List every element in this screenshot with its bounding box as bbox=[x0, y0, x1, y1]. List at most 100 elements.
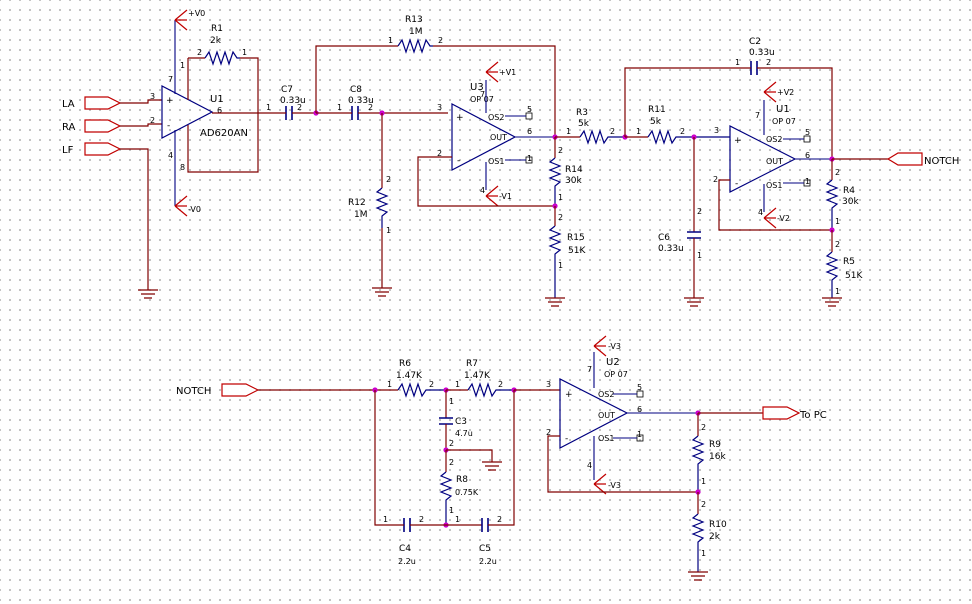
component-value: 0.33u bbox=[658, 244, 684, 254]
pin-number: 2 bbox=[701, 423, 706, 432]
pin-number: 1 bbox=[455, 380, 460, 389]
u2-out-label: OUT bbox=[598, 411, 615, 420]
pin-number: 1 bbox=[637, 430, 642, 439]
rail-v1-neg: -V1 bbox=[485, 185, 512, 207]
port-lf: LF bbox=[62, 142, 122, 156]
pin-number: 1 bbox=[388, 36, 393, 45]
u2-op-amp: + - OUT OS2 OS1 U2 OP 07 3 2 6 5 1 7 4 bbox=[546, 357, 644, 470]
u1-minus-pin: - bbox=[167, 121, 170, 131]
pin-number: 2 bbox=[558, 213, 563, 222]
rail-label: -V3 bbox=[608, 342, 621, 351]
pin-number: 2 bbox=[697, 207, 702, 216]
component-ref: R14 bbox=[565, 165, 583, 175]
u2-os1-label: OS1 bbox=[598, 434, 614, 443]
port-ra-label: RA bbox=[62, 122, 76, 133]
pin-number: 5 bbox=[805, 128, 810, 137]
component-value: 0.33u bbox=[280, 96, 306, 106]
resistor-r9: R9 16k 2 1 bbox=[691, 423, 726, 492]
component-ref: R10 bbox=[709, 520, 727, 530]
u1-op-part: OP 07 bbox=[772, 117, 796, 126]
component-value: 30k bbox=[565, 176, 582, 186]
component-value: 0.75K bbox=[455, 488, 479, 497]
component-ref: R6 bbox=[399, 359, 411, 369]
component-ref: R11 bbox=[648, 105, 666, 115]
component-value: 5k bbox=[578, 119, 590, 129]
pin-number: 4 bbox=[480, 186, 485, 195]
u1-op-minus-pin: - bbox=[735, 179, 738, 189]
ground-symbol bbox=[138, 289, 158, 299]
pin-number: 3 bbox=[546, 380, 551, 389]
resistor-r6: R6 1.47K 1 2 bbox=[387, 359, 446, 398]
pin-number: 7 bbox=[480, 90, 485, 99]
u1-op-plus-pin: + bbox=[734, 136, 742, 146]
pin-number: 2 bbox=[835, 168, 840, 177]
rail-v3-top: -V3 bbox=[593, 335, 621, 357]
pin-number: 5 bbox=[527, 105, 532, 114]
ground-symbol bbox=[545, 297, 565, 307]
port-notch-out: NOTCH bbox=[886, 152, 959, 167]
resistor-r3: R3 5k 1 2 bbox=[566, 108, 625, 145]
component-ref: C7 bbox=[281, 85, 293, 95]
component-value: 1M bbox=[409, 27, 423, 37]
pin-number: 2 bbox=[680, 127, 685, 136]
pin-number: 2 bbox=[610, 127, 615, 136]
u3-ref: U3 bbox=[470, 82, 484, 93]
pin-number: 1 bbox=[180, 61, 185, 70]
u3-out-label: OUT bbox=[490, 133, 507, 142]
pin-number: 2 bbox=[701, 500, 706, 509]
rail-v0-pos: +V0 bbox=[174, 9, 205, 31]
pin-number: 2 bbox=[766, 58, 771, 67]
u1-op-os1-label: OS1 bbox=[766, 181, 782, 190]
pin-number: 6 bbox=[527, 127, 532, 136]
u3-minus-pin: - bbox=[457, 156, 460, 166]
pin-number: 1 bbox=[386, 226, 391, 235]
component-value: 5k bbox=[650, 117, 662, 127]
capacitor-c2: C2 0.33u 1 2 bbox=[735, 37, 833, 158]
port-to-pc-label: To PC bbox=[799, 410, 827, 421]
component-value: 2k bbox=[709, 532, 721, 542]
rail-label: +V2 bbox=[777, 88, 794, 97]
resistor-r13: R13 1M 1 2 bbox=[388, 15, 443, 54]
u2-part: OP 07 bbox=[604, 370, 628, 379]
pin-number: 4 bbox=[587, 461, 592, 470]
u1-plus-pin: + bbox=[166, 96, 174, 106]
port-notch-out-label: NOTCH bbox=[924, 156, 959, 167]
pin-number: 7 bbox=[168, 75, 173, 84]
rail-label: -V2 bbox=[777, 214, 790, 223]
pin-number: 1 bbox=[558, 193, 563, 202]
ground-symbol bbox=[482, 461, 502, 471]
ground-symbol bbox=[372, 287, 392, 297]
pin-number: 4 bbox=[758, 208, 763, 217]
pin-number: 2 bbox=[449, 439, 454, 448]
rail-label: -V0 bbox=[188, 205, 201, 214]
pin-number: 1 bbox=[558, 261, 563, 270]
ground-symbol bbox=[688, 571, 708, 581]
resistor-r15: R15 51K 2 1 bbox=[548, 213, 586, 298]
u2-minus-pin: - bbox=[565, 434, 568, 444]
u1-op-out-label: OUT bbox=[766, 157, 783, 166]
component-ref: C2 bbox=[749, 37, 761, 47]
pin-number: 1 bbox=[835, 287, 840, 296]
component-value: 0.33u bbox=[348, 96, 374, 106]
pin-number: 1 bbox=[735, 58, 740, 67]
component-ref: R3 bbox=[576, 108, 588, 118]
component-value: 1.47K bbox=[396, 371, 423, 381]
u2-ref: U2 bbox=[606, 357, 620, 368]
rail-v3-bottom: -V3 bbox=[593, 473, 621, 495]
component-value: 30k bbox=[842, 197, 859, 207]
u3-os2-label: OS2 bbox=[488, 113, 504, 122]
pin-number: 7 bbox=[755, 111, 760, 120]
component-ref: R15 bbox=[567, 233, 585, 243]
pin-number: 6 bbox=[217, 106, 222, 115]
pin-number: 2 bbox=[498, 380, 503, 389]
pin-number: 1 bbox=[697, 251, 702, 260]
pin-number: 2 bbox=[197, 48, 202, 57]
pin-number: 8 bbox=[180, 163, 185, 172]
component-ref: C8 bbox=[350, 85, 362, 95]
port-ra: RA bbox=[62, 119, 122, 133]
port-to-pc: To PC bbox=[762, 406, 827, 421]
component-ref: R7 bbox=[466, 359, 478, 369]
component-ref: R13 bbox=[405, 15, 423, 25]
component-value: 1.47K bbox=[464, 371, 491, 381]
